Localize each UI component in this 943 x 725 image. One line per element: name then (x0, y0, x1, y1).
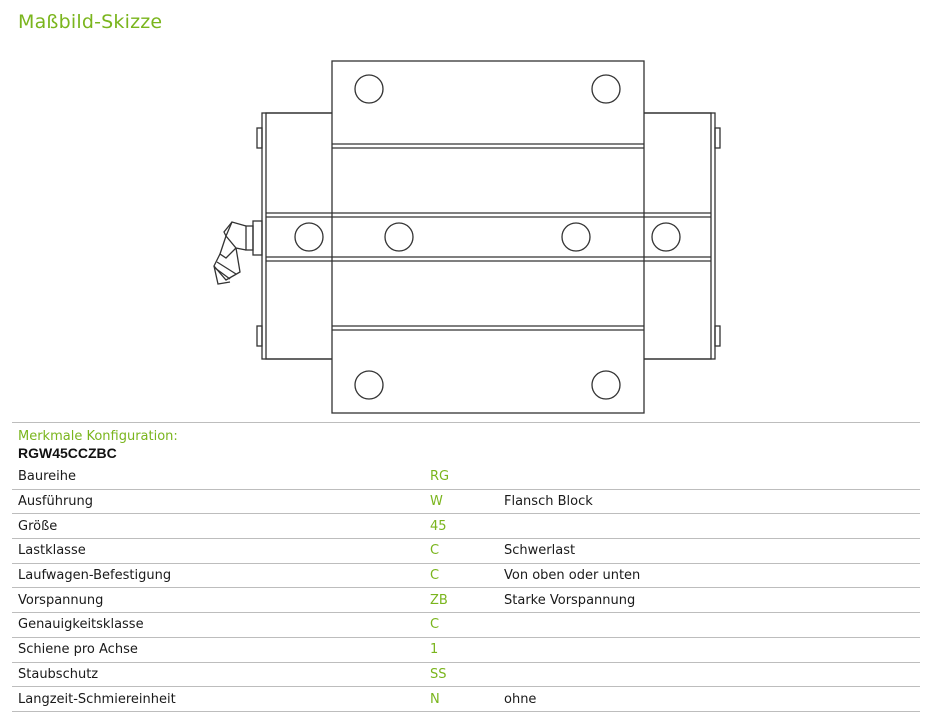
feature-name: Schiene pro Achse (12, 637, 416, 663)
feature-name: Staubschutz (12, 662, 416, 688)
rail-hole (384, 222, 414, 252)
grease-nipple (213, 220, 263, 285)
feature-description: Von oben oder unten (498, 563, 920, 589)
configuration-code: RGW45CCZBC (18, 445, 117, 461)
feature-value: W (420, 489, 494, 515)
feature-value: C (420, 563, 494, 589)
rail-hole (561, 222, 591, 252)
feature-value: N (420, 686, 494, 712)
feature-value: SS (420, 662, 494, 688)
feature-value: 1 (420, 637, 494, 663)
feature-description: Starke Vorspannung (498, 587, 920, 614)
feature-description: ohne (498, 686, 920, 712)
flange (331, 60, 645, 414)
feature-description (498, 612, 920, 638)
feature-name: Laufwagen-Befestigung (12, 563, 416, 589)
rail-hole (294, 222, 324, 252)
configuration-label: Merkmale Konfiguration: (18, 429, 178, 444)
mount-hole (591, 74, 621, 104)
feature-description (498, 637, 920, 663)
feature-value: RG (420, 465, 494, 490)
feature-name: Genauigkeitsklasse (12, 612, 416, 638)
table-row: Lastklasse C Schwerlast (12, 538, 920, 564)
feature-name: Ausführung (12, 489, 416, 515)
feature-value: 45 (420, 513, 494, 540)
configuration-table: Baureihe RG Ausführung W Flansch Block G… (12, 465, 920, 712)
table-row: Schiene pro Achse 1 (12, 637, 920, 663)
feature-description (498, 662, 920, 688)
end-seal-left-top (256, 127, 263, 149)
feature-value: C (420, 538, 494, 564)
feature-description (498, 465, 920, 490)
feature-value: C (420, 612, 494, 638)
configuration-header: Merkmale Konfiguration: RGW45CCZBC (12, 422, 920, 465)
table-row: Langzeit-Schmiereinheit N ohne (12, 686, 920, 712)
feature-description (498, 513, 920, 540)
mount-hole (354, 74, 384, 104)
feature-name: Baureihe (12, 465, 416, 490)
feature-name: Lastklasse (12, 538, 416, 564)
feature-name: Vorspannung (12, 587, 416, 614)
table-row: Genauigkeitsklasse C (12, 612, 920, 638)
table-row: Vorspannung ZB Starke Vorspannung (12, 587, 920, 614)
end-seal-left-bottom (256, 325, 263, 347)
end-seal-right-bottom (714, 325, 721, 347)
feature-description: Schwerlast (498, 538, 920, 564)
dimension-drawing (213, 60, 721, 414)
mount-hole (591, 370, 621, 400)
mount-hole (354, 370, 384, 400)
feature-name: Langzeit-Schmiereinheit (12, 686, 416, 712)
table-row: Staubschutz SS (12, 662, 920, 688)
feature-description: Flansch Block (498, 489, 920, 515)
feature-name: Größe (12, 513, 416, 540)
feature-value: ZB (420, 587, 494, 614)
table-row: Ausführung W Flansch Block (12, 489, 920, 515)
table-row: Baureihe RG (12, 465, 920, 490)
end-seal-right-top (714, 127, 721, 149)
drawing-title: Maßbild-Skizze (18, 11, 163, 33)
rail-hole (651, 222, 681, 252)
table-row: Laufwagen-Befestigung C Von oben oder un… (12, 563, 920, 589)
table-row: Größe 45 (12, 513, 920, 540)
